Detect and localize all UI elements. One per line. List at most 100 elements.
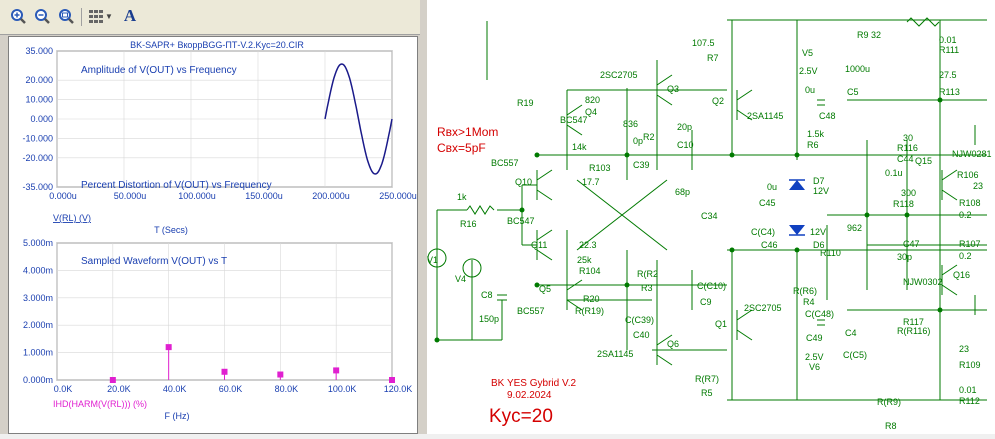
plot1-x-tick: 0.000u	[49, 191, 77, 201]
schematic-diodes	[789, 179, 805, 236]
plot1-x-tick: 250.000u	[379, 191, 417, 201]
component-label: R109	[959, 360, 981, 370]
component-label: 0.1u	[885, 168, 903, 178]
component-label: 0.01	[959, 385, 977, 395]
zoom-out-icon[interactable]	[32, 6, 52, 26]
component-label: C4	[845, 328, 857, 338]
component-label: R104	[579, 266, 601, 276]
component-label: R5	[701, 388, 713, 398]
plot1-trace	[324, 63, 393, 175]
component-label: 25k	[577, 255, 592, 265]
plot1-y-label: V(RL) (V)	[53, 213, 91, 223]
plot2-x-tick: 40.0K	[163, 384, 187, 394]
component-label: R116	[897, 143, 918, 153]
plot-svg: BK-SAPR+ BкoppBGG-ПТ-V.2.Kyc=20.CIR Ampl…	[22, 40, 417, 421]
plot2-y-label: IHD(HARM(V(RL))) (%)	[53, 399, 147, 409]
component-label: R(R9)	[877, 397, 901, 407]
component-label: C47	[903, 239, 920, 249]
component-label: C44	[897, 154, 914, 164]
note-date: 9.02.2024	[507, 390, 552, 401]
component-label: 1000u	[845, 64, 870, 74]
plot1-y-tick: 0.000	[30, 114, 53, 124]
pane-splitter[interactable]	[420, 0, 427, 434]
plot1-y-tick: -35.000	[22, 182, 53, 192]
note-input-resistance: Rвх>1Mom	[437, 125, 498, 139]
schematic-wires	[436, 19, 987, 401]
plot-toolbar: ▼ A	[0, 0, 420, 35]
component-label: C48	[819, 111, 836, 121]
plot2-marker	[221, 368, 228, 375]
component-label: 0.2	[959, 251, 972, 261]
plot-window: ▼ A BK-SAPR+ BкoppBGG-ПТ-V.2.Kyc=20.CIR …	[0, 0, 420, 434]
plot2-y-tick: 0.000m	[23, 375, 53, 385]
component-label: R111	[939, 45, 959, 55]
toolbar-separator	[81, 8, 82, 26]
component-label: 30p	[897, 252, 912, 262]
component-label: C(C5)	[843, 350, 867, 360]
component-label: R117	[903, 317, 924, 327]
plot2-y-tick: 2.000m	[23, 320, 53, 330]
plot1-x-tick: 150.000u	[245, 191, 283, 201]
schematic-components	[427, 17, 976, 366]
component-label: 820	[585, 95, 600, 105]
component-label: V5	[802, 48, 813, 58]
text-icon[interactable]: A	[123, 6, 137, 25]
component-label: D6	[813, 240, 825, 250]
component-label: C5	[847, 87, 859, 97]
component-label: C(C39)	[625, 315, 654, 325]
plot-area: BK-SAPR+ BкoppBGG-ПТ-V.2.Kyc=20.CIR Ampl…	[8, 36, 418, 434]
component-label: 68p	[675, 187, 690, 197]
component-label: 0u	[767, 182, 777, 192]
component-label: 1.5k	[807, 129, 825, 139]
component-label: R19	[517, 98, 534, 108]
component-label: 2SC2705	[744, 303, 782, 313]
zoom-fit-icon[interactable]	[56, 6, 76, 26]
component-label: C8	[481, 290, 493, 300]
component-label: C(C4)	[751, 227, 775, 237]
component-label: R16	[460, 219, 477, 229]
plot2-marker	[109, 377, 116, 383]
component-label: Q3	[667, 84, 679, 94]
component-label: 107.5	[692, 38, 715, 48]
component-label: 30	[903, 133, 913, 143]
component-label: R6	[807, 140, 819, 150]
component-label: C(C48)	[805, 309, 834, 319]
component-label: BC557	[491, 158, 519, 168]
component-label: 0.01	[939, 35, 957, 45]
component-label: 0p	[633, 136, 643, 146]
chevron-down-icon[interactable]: ▼	[105, 11, 113, 21]
plot1-x-tick: 50.000u	[114, 191, 147, 201]
plot2-x-tick: 80.0K	[275, 384, 299, 394]
grid-icon[interactable]	[86, 6, 106, 26]
plot2-marker	[333, 367, 340, 374]
component-label: 836	[623, 119, 638, 129]
component-label: C46	[761, 240, 778, 250]
plot1-y-tick: -10.000	[22, 133, 53, 143]
plot2-title: Sampled Waveform V(OUT) vs T	[81, 256, 227, 267]
component-label: NJW0302	[903, 277, 943, 287]
component-label: C45	[759, 198, 776, 208]
schematic-junctions	[434, 97, 943, 343]
component-label: V4	[455, 274, 466, 284]
component-label: R108	[959, 198, 981, 208]
component-label: BC557	[517, 306, 545, 316]
plot1-y-tick: -20.000	[22, 153, 53, 163]
component-label: Q15	[915, 156, 932, 166]
component-label: Q6	[667, 339, 679, 349]
component-label: R(R2	[637, 269, 658, 279]
component-label: R(R7)	[695, 374, 719, 384]
component-label: R112	[959, 396, 980, 406]
component-label: C(C10)	[697, 281, 726, 291]
zoom-in-icon[interactable]	[8, 6, 28, 26]
component-label: Q4	[585, 107, 597, 117]
component-label: V6	[809, 362, 820, 372]
plot1-y-tick: 10.000	[25, 95, 53, 105]
component-label: 300	[901, 188, 916, 198]
component-label: BC547	[507, 216, 535, 226]
component-label: Q5	[539, 284, 551, 294]
component-label: 1k	[457, 192, 467, 202]
plot1-y-tick: 35.000	[25, 46, 53, 56]
plot1-y-tick: 20.000	[25, 75, 53, 85]
